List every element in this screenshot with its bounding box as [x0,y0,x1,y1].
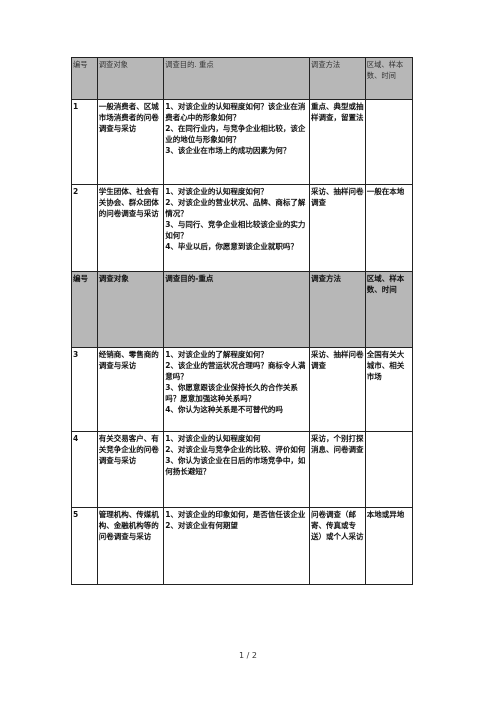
row-method: 采访、抽样问卷调查 [309,347,366,432]
row-method: 问卷调查（邮寄、传真或专送）或个人采访 [309,507,366,585]
row-number: 4 [71,431,98,508]
table-header-row-repeat: 编号 调查对象 调查目的-重点 调查方法 区域、样本数、时间 [71,271,414,348]
row-area [364,99,414,185]
row-area: 本地或异地 [364,507,414,585]
row-number: 3 [71,347,98,432]
row-area: 全国有关大城市、相关市场 [364,347,414,432]
row-target: 一般消费者、区城市场消费者的问卷调查与采访 [96,99,165,185]
row-number: 2 [71,184,98,272]
survey-plan-table: 编号 调查对象 调查目的. 重点 调查方法 区域、样本数、时间 1 一般消费者、… [71,57,414,585]
header-method: 调查方法 [309,57,366,100]
row-purpose: 1、对该企业的认知程度如何？ 2、对该企业的营业状况、品牌、商标了解情况？ 3、… [163,184,311,272]
header-target: 调查对象 [96,57,165,100]
row-area [364,431,414,508]
row-method: 采访、抽样问卷调查 [309,184,366,272]
row-target: 学生团体、社会有关协会、群众团体的问卷调查与采访 [96,184,165,272]
row-target: 有关交易客户、有关竞争企业的问卷调查与采访 [96,431,165,508]
header-number: 编号 [71,57,98,100]
header-area: 区域、样本数、时间 [364,271,414,348]
row-method: 重点、典型或抽样调查，留置法 [309,99,366,185]
row-purpose: 1、对该企业的了解程度如何？ 2、该企业的营运状况合理吗？商标令人满意吗？ 3、… [163,347,311,432]
row-number: 1 [71,99,98,185]
header-method: 调查方法 [309,271,366,348]
table-row: 2 学生团体、社会有关协会、群众团体的问卷调查与采访 1、对该企业的认知程度如何… [71,184,414,272]
row-purpose: 1、对该企业的印象如何，是否信任该企业 2、对该企业有何期望 [163,507,311,585]
table-row: 3 经销商、零售商的调查与采访 1、对该企业的了解程度如何？ 2、该企业的营运状… [71,347,414,432]
header-purpose: 调查目的. 重点 [163,57,311,100]
row-purpose: 1、对该企业的认知程度如何？该企业在消费者心中的形象如何？ 2、在同行业内，与竞… [163,99,311,185]
row-target: 经销商、零售商的调查与采访 [96,347,165,432]
header-purpose: 调查目的-重点 [163,271,311,348]
row-target: 管理机构、传媒机构、金融机构等的问卷调查与采访 [96,507,165,585]
table-row: 5 管理机构、传媒机构、金融机构等的问卷调查与采访 1、对该企业的印象如何，是否… [71,507,414,585]
header-area: 区域、样本数、时间 [364,57,414,100]
table-row: 4 有关交易客户、有关竞争企业的问卷调查与采访 1、对该企业的认知程度如何 2、… [71,431,414,508]
page-number: 1 / 2 [239,651,257,660]
row-area: 一般在本地 [364,184,414,272]
row-purpose: 1、对该企业的认知程度如何 2、对该企业与竞争企业的比较、评价如何 3、你认为该… [163,431,311,508]
header-target: 调查对象 [96,271,165,348]
header-number: 编号 [71,271,98,348]
table-header-row: 编号 调查对象 调查目的. 重点 调查方法 区域、样本数、时间 [71,57,414,100]
table-row: 1 一般消费者、区城市场消费者的问卷调查与采访 1、对该企业的认知程度如何？该企… [71,99,414,185]
row-number: 5 [71,507,98,585]
row-method: 采访，个别打探消息、问卷调查 [309,431,366,508]
